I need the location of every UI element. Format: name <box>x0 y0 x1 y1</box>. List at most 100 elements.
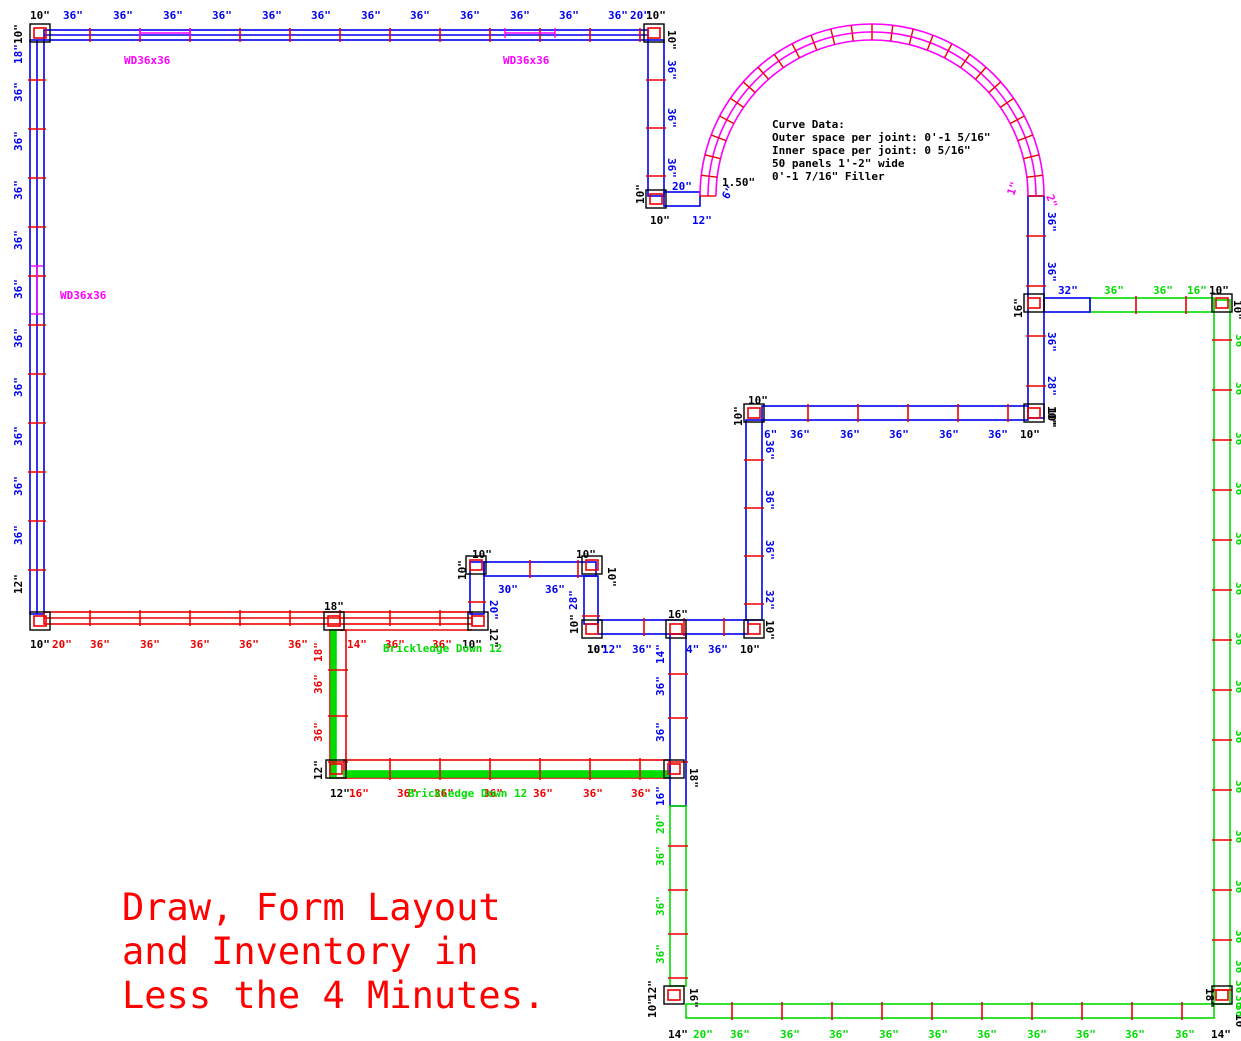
dimension-label: 10" <box>740 643 760 656</box>
panel-joint <box>730 97 745 108</box>
dimension-label: 36" <box>63 9 83 22</box>
corner-marker <box>467 611 489 631</box>
corner-panel <box>469 559 483 571</box>
dimension-label: 36" <box>163 9 183 22</box>
corner-panel <box>329 763 343 775</box>
dimension-label: 36" <box>1233 582 1241 602</box>
dimension-label: 36" <box>533 787 553 800</box>
dimension-label: 18" <box>1203 988 1216 1008</box>
dimension-label: 36" <box>988 428 1008 441</box>
dimension-label: 20" <box>487 600 500 620</box>
dimension-label: 36" <box>361 9 381 22</box>
corner-marker <box>1023 403 1045 423</box>
corner-panel <box>33 27 47 39</box>
dimension-label: 36" <box>665 60 678 80</box>
window-label: WD36x36 <box>124 54 171 67</box>
corner-marker <box>743 619 765 639</box>
corner-marker <box>665 619 687 639</box>
dimension-label: 36" <box>840 428 860 441</box>
dimension-label: 36" <box>1233 382 1241 402</box>
dimension-label: 4" <box>686 643 699 656</box>
dimension-label: 16" <box>668 608 688 621</box>
dimension-label: 36" <box>1233 960 1241 980</box>
dimension-label: 36" <box>1045 332 1058 352</box>
dimension-label: 36" <box>1233 632 1241 652</box>
dimension-label: 10" <box>1233 1014 1241 1034</box>
dimension-label: 36" <box>510 9 530 22</box>
panel-joint <box>810 34 818 51</box>
dimension-label: 10" <box>30 9 50 22</box>
dimension-label: 36" <box>190 638 210 651</box>
panel-joint <box>1023 154 1040 160</box>
dimension-label: 36" <box>977 1028 997 1041</box>
panel-joint <box>999 97 1014 108</box>
panel-joint <box>704 154 721 160</box>
curve-data-title: Curve Data: <box>772 118 845 131</box>
dimension-label: 20" <box>693 1028 713 1041</box>
dimension-label: 36" <box>763 540 776 560</box>
panel-joint <box>719 115 735 125</box>
corner-panel <box>667 763 681 775</box>
curve-data-line: 0'-1 7/16" Filler <box>772 170 885 183</box>
dimension-label: 36" <box>1233 995 1241 1015</box>
dimension-label: 16" <box>654 786 667 806</box>
dimension-label: 36" <box>608 9 628 22</box>
corner-marker <box>325 759 347 779</box>
dimension-label: 12" <box>646 980 659 1000</box>
dimension-label: 36" <box>583 787 603 800</box>
slogan-line: Less the 4 Minutes. <box>122 974 545 1017</box>
dimension-label: 16" <box>1012 298 1025 318</box>
corner-panel <box>649 193 663 205</box>
dimension-label: 14" <box>1211 1028 1231 1041</box>
dimension-label: 10" <box>1045 408 1058 428</box>
dimension-label: 10" <box>12 24 25 44</box>
dimension-label: 36" <box>212 9 232 22</box>
corner-marker <box>29 611 51 631</box>
panel-joint <box>974 66 987 80</box>
dimension-label: 36" <box>12 328 25 348</box>
dimension-label: 10" <box>462 638 482 651</box>
corner-panel <box>585 623 599 635</box>
dimension-label: 10" <box>30 638 50 651</box>
dimension-label: 28" <box>567 590 580 610</box>
panel-joint <box>943 43 953 59</box>
dimension-label: 36" <box>1233 880 1241 900</box>
dimension-label: 36" <box>889 428 909 441</box>
corner-marker <box>663 759 685 779</box>
dimension-label: 10" <box>1020 428 1040 441</box>
corner-marker <box>643 23 665 43</box>
dimension-label: 10" <box>646 998 659 1018</box>
corner-marker <box>645 189 667 209</box>
panel-joint <box>773 54 784 69</box>
corner-marker <box>323 611 345 631</box>
panel-joint <box>742 81 756 94</box>
dimension-label: 36" <box>12 426 25 446</box>
corner-marker <box>1211 985 1233 1005</box>
dimension-label: 36" <box>545 583 565 596</box>
dimension-label: 36" <box>1233 780 1241 800</box>
dimension-label: 10" <box>587 643 607 656</box>
panel-joint <box>1009 115 1025 125</box>
panel-joint <box>757 66 770 80</box>
dimension-label: 36" <box>1233 482 1241 502</box>
dimension-label: 20" <box>654 814 667 834</box>
dimension-label: 32" <box>1058 284 1078 297</box>
wall-notch <box>647 39 701 207</box>
panel-joint <box>988 81 1002 94</box>
dimension-label: 36" <box>432 638 452 651</box>
dimension-label: 36" <box>1233 432 1241 452</box>
dimension-label: 36" <box>12 180 25 200</box>
corner-panel <box>647 27 661 39</box>
dimension-label: 36" <box>1233 830 1241 850</box>
dimension-label: 16" <box>349 787 369 800</box>
dimension-label: 10" <box>456 560 469 580</box>
dimension-label: 36" <box>239 638 259 651</box>
dimension-label: 36" <box>12 131 25 151</box>
dimension-label: 1" <box>1005 180 1022 197</box>
dimension-label: 36" <box>1175 1028 1195 1041</box>
dimension-label: 36" <box>665 158 678 178</box>
dimension-label: 10" <box>634 184 647 204</box>
corner-marker <box>1211 293 1233 313</box>
dimension-label: 18" <box>324 600 344 613</box>
dimension-label: 36" <box>385 638 405 651</box>
